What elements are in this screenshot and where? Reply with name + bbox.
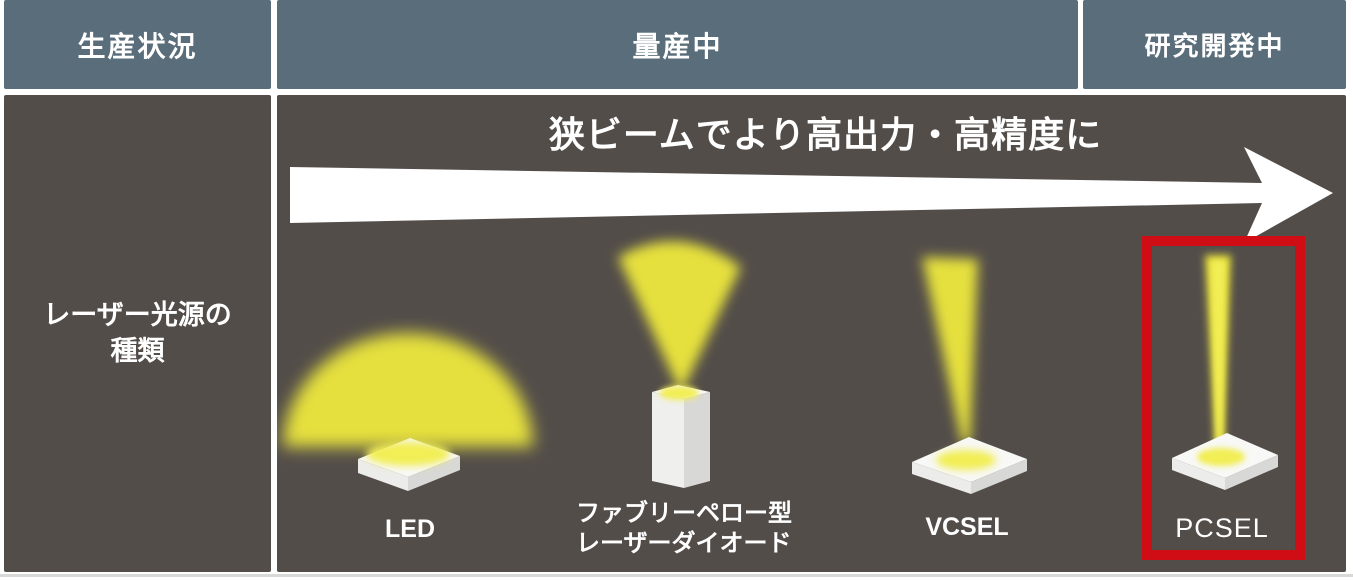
row-label-laser-source-types: レーザー光源の 種類 [4,95,271,572]
header-mass-production-label: 量産中 [632,30,723,62]
pcsel-chip [1172,433,1278,490]
fabry-perot-device [618,241,741,488]
led-beam [283,333,533,447]
header-production-status: 生産状況 [4,0,271,89]
header-rnd-label: 研究開発中 [1144,31,1285,61]
fabry-perot-label: ファブリーペロー型 レーザーダイオード [576,500,792,557]
diagram-title: 狭ビームでより高出力・高精度に [548,114,1103,155]
taper-arrow-icon [290,147,1333,243]
pcsel-label: PCSEL [1175,513,1269,543]
header-mass-production: 量産中 [277,0,1078,89]
vcsel-device [912,257,1027,494]
pcsel-beam-core [1211,261,1225,445]
fabry-perot-beam [618,241,741,394]
vcsel-chip [912,437,1027,494]
pcsel-highlight-box [1142,236,1305,560]
led-device [283,333,533,491]
figure-bottom-rule [0,574,1353,577]
vcsel-label: VCSEL [925,513,1009,541]
header-production-status-label: 生産状況 [77,30,198,62]
header-rnd: 研究開発中 [1083,0,1346,89]
fabry-perot-chip [652,385,710,488]
pcsel-device [1142,236,1305,560]
led-label: LED [385,515,435,543]
led-chip [358,438,460,491]
vcsel-beam [922,257,978,443]
diagram-graphics [283,147,1333,560]
row-label-text: レーザー光源の 種類 [43,300,232,366]
diagram-area: 狭ビームでより高出力・高精度に [277,95,1346,572]
